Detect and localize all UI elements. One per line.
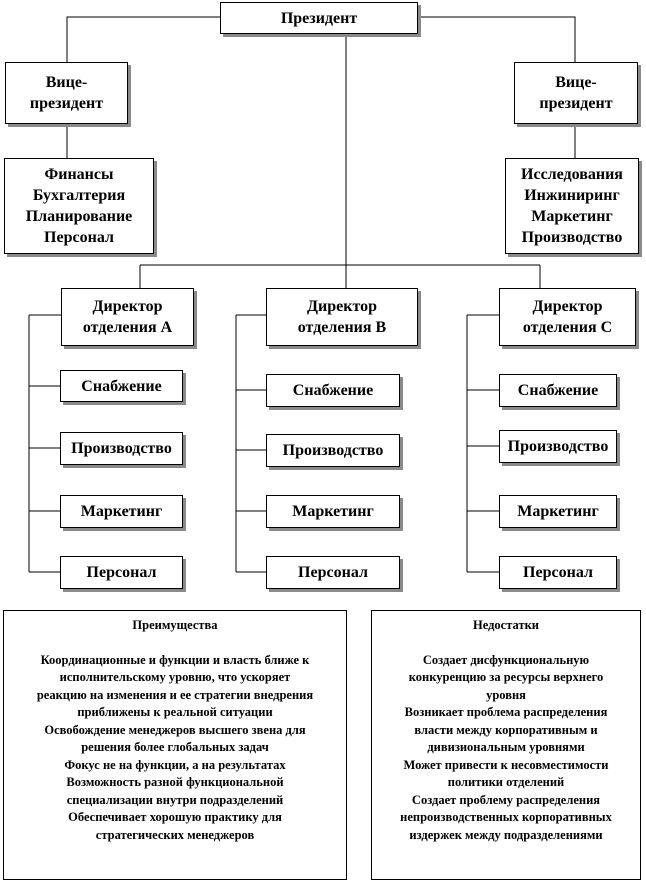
function-accounting: Бухгалтерия (32, 187, 126, 204)
division-b-unit-marketing: Маркетинг (266, 495, 400, 528)
unit-label: Персонал (523, 564, 593, 581)
advantages-line: Координационные и функции и власть ближе… (40, 652, 310, 667)
division-a-unit-marketing: Маркетинг (60, 495, 183, 528)
division-b-title-line1: Директор (307, 298, 377, 315)
division-b-title-line2: отделения В (297, 319, 387, 336)
unit-label: Производство (507, 438, 609, 455)
advantages-line: Освобождение менеджеров высшего звена дл… (44, 722, 306, 737)
division-c-unit-production: Производство (499, 430, 617, 463)
disadvantages-title: Недостатки (473, 618, 539, 632)
vice-president-left-box: Вице- президент (5, 62, 128, 124)
disadvantages-line: власти между корпоративным и (414, 722, 598, 737)
president-label: Президент (280, 9, 358, 27)
unit-label: Маркетинг (292, 503, 374, 520)
function-research: Исследования (521, 166, 623, 183)
advantages-line: исполнительскому уровню, что ускоряет (59, 670, 291, 684)
advantages-line: приближены к реальной ситуации (77, 705, 273, 719)
advantages-line: Возможность разной функциональной (66, 775, 284, 789)
division-a-title-line2: отделения А (82, 319, 173, 336)
division-a-title-line1: Директор (92, 298, 163, 315)
division-b-unit-supply: Снабжение (266, 374, 400, 407)
advantages-line: решения более глобальных задач (81, 740, 269, 754)
advantages-line: реакцию на изменения и ее стратегии внед… (36, 687, 314, 702)
disadvantages-line: непроизводственных корпоративных (400, 810, 612, 824)
vice-president-right-line1: Вице- (555, 74, 597, 91)
advantages-title: Преимущества (132, 618, 218, 632)
unit-label: Маркетинг (80, 503, 163, 520)
division-a-unit-production: Производство (60, 432, 183, 465)
advantages-panel: Преимущества Координационные и функции и… (3, 610, 347, 880)
advantages-line: специализации внутри подразделений (66, 792, 284, 807)
function-planning: Планирование (25, 208, 133, 225)
division-c-title-line2: отделения С (522, 319, 613, 336)
connector-president-vp-left (66, 16, 220, 62)
function-finance: Финансы (44, 166, 114, 183)
disadvantages-line: Создает дисфункциональную (422, 652, 590, 667)
unit-label: Снабжение (292, 382, 374, 399)
division-a-director-box: Директор отделения А (61, 288, 194, 346)
vice-president-left-line1: Вице- (45, 74, 88, 91)
function-marketing: Маркетинг (531, 208, 613, 225)
vice-president-left-line2: президент (29, 95, 104, 112)
advantages-line: Фокус не на функции, а на результатах (64, 757, 286, 772)
functions-right-box: Исследования Инжиниринг Маркетинг Произв… (505, 158, 639, 254)
division-a-unit-supply: Снабжение (60, 370, 183, 402)
division-c-unit-marketing: Маркетинг (499, 495, 617, 528)
disadvantages-line: дивизиональным уровнями (427, 740, 585, 754)
disadvantages-line: Может привести к несовместимости (403, 757, 609, 772)
function-production: Производство (521, 229, 623, 246)
vice-president-right-line2: президент (539, 95, 613, 112)
unit-label: Снабжение (517, 382, 599, 399)
disadvantages-line: политики отделений (447, 775, 565, 789)
disadvantages-panel: Недостатки Создает дисфункциональную кон… (371, 610, 641, 880)
disadvantages-line: конкуренцию за ресурсы верхнего (408, 670, 604, 684)
advantages-line: Обеспечивает хорошую практику для (68, 810, 282, 824)
unit-label: Персонал (298, 564, 368, 581)
division-b-unit-personnel: Персонал (266, 556, 400, 589)
division-c-director-box: Директор отделения С (499, 288, 636, 346)
unit-label: Производство (282, 442, 384, 459)
unit-label: Снабжение (81, 377, 162, 395)
unit-label: Персонал (86, 564, 157, 581)
advantages-line: стратегических менеджеров (95, 827, 255, 842)
division-c-unit-supply: Снабжение (499, 374, 617, 407)
division-a-unit-personnel: Персонал (60, 556, 183, 589)
disadvantages-line: Создает проблему распределения (411, 792, 601, 807)
function-personnel: Персонал (44, 229, 114, 246)
vice-president-right-box: Вице- президент (514, 62, 638, 124)
connector-president-vp-right (418, 16, 576, 62)
president-box: Президент (220, 2, 418, 34)
disadvantages-line: издержек между подразделениями (409, 827, 603, 842)
division-b-director-box: Директор отделения В (266, 288, 418, 346)
unit-label: Производство (71, 440, 172, 457)
disadvantages-line: Возникает проблема распределения (404, 705, 608, 719)
unit-label: Маркетинг (517, 503, 599, 520)
division-b-unit-production: Производство (266, 434, 400, 467)
function-engineering: Инжиниринг (524, 187, 620, 204)
disadvantages-line: уровня (486, 687, 526, 702)
functions-left-box: Финансы Бухгалтерия Планирование Персона… (4, 158, 154, 254)
division-c-unit-personnel: Персонал (499, 556, 617, 589)
division-c-title-line1: Директор (532, 298, 603, 315)
